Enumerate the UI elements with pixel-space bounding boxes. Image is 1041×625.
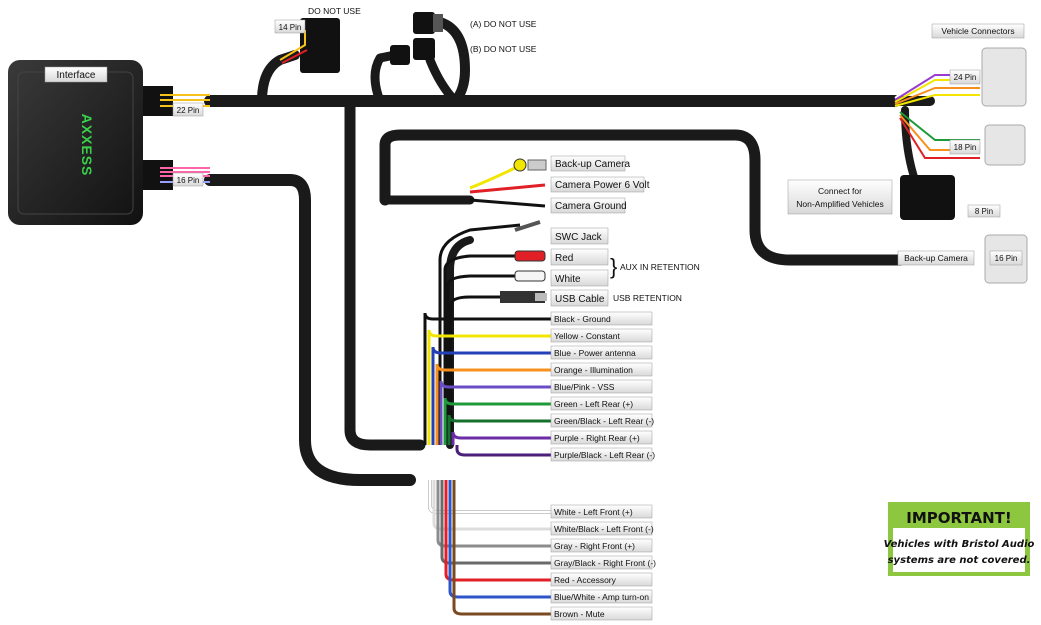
pin-14-label: 14 Pin bbox=[279, 23, 302, 32]
wire-label-box-g1-4 bbox=[550, 379, 653, 394]
interface-module: Interface AXXESS bbox=[8, 60, 143, 225]
wire-label-g2-2: Gray - Right Front (+) bbox=[554, 541, 635, 551]
important-line-1: Vehicles with Bristol Audio bbox=[884, 539, 1035, 550]
connector-a: (A) DO NOT USE bbox=[413, 12, 537, 34]
non-amp-line-2: Non-Amplified Vehicles bbox=[796, 199, 883, 209]
wire-g1-8 bbox=[455, 445, 551, 457]
wire-label-box-g2-4 bbox=[550, 572, 653, 587]
wire-label-g1-6: Green/Black - Left Rear (-) bbox=[554, 416, 654, 426]
camera-power-label: Camera Power 6 Volt bbox=[555, 180, 650, 191]
non-amp-line-1: Connect for bbox=[818, 186, 862, 196]
wire-g2-6 bbox=[452, 480, 551, 616]
aux-white-label: White bbox=[555, 274, 581, 285]
usb-retention-label: USB RETENTION bbox=[613, 293, 682, 303]
camera-label-list: Back-up Camera Camera Power 6 Volt Camer… bbox=[550, 155, 650, 214]
wire-label-g2-4: Red - Accessory bbox=[554, 575, 617, 585]
wire-label-g1-5: Green - Left Rear (+) bbox=[554, 399, 633, 409]
pin-22-label: 22 Pin bbox=[177, 106, 200, 115]
swc-jack-icon bbox=[514, 220, 541, 232]
wire-label-g1-4: Blue/Pink - VSS bbox=[554, 382, 615, 392]
wire-label-box-g2-5 bbox=[550, 589, 653, 604]
wire-label-g2-3: Gray/Black - Right Front (-) bbox=[554, 558, 656, 568]
wire-g1-6 bbox=[447, 414, 551, 445]
wire-label-box-g2-1 bbox=[550, 521, 653, 536]
wire-label-g1-8: Purple/Black - Left Rear (-) bbox=[554, 450, 655, 460]
important-line-2: systems are not covered. bbox=[888, 555, 1031, 566]
wire-label-g1-3: Orange - Illumination bbox=[554, 365, 633, 375]
important-title: IMPORTANT! bbox=[906, 509, 1011, 527]
wire-label-box-g1-7 bbox=[550, 430, 653, 445]
wire-label-box-g2-0 bbox=[550, 504, 653, 519]
camera-wires: Back-up Camera Camera Power 6 Volt Camer… bbox=[469, 155, 650, 214]
wire-group-2: White - Left Front (+) White/Black - Left… bbox=[428, 480, 656, 621]
pin-16-label-camera: 16 Pin bbox=[995, 254, 1018, 263]
wire-g1-5 bbox=[443, 397, 551, 445]
wire-g1-0 bbox=[423, 312, 551, 445]
wire-label-g2-1: White/Black - Left Front (-) bbox=[554, 524, 654, 534]
vehicle-connectors-label: Vehicle Connectors bbox=[941, 26, 1014, 36]
connector-b: (B) DO NOT USE bbox=[390, 38, 537, 65]
wire-g1-7 bbox=[451, 431, 551, 445]
wire-label-box-g1-2 bbox=[550, 345, 653, 360]
wire-g1-2 bbox=[431, 346, 551, 445]
connector-16-pin-interface: 16 Pin bbox=[143, 160, 210, 190]
wire-label-g2-5: Blue/White - Amp turn-on bbox=[554, 592, 649, 602]
do-not-use-a: (A) DO NOT USE bbox=[470, 19, 537, 29]
wire-label-g1-1: Yellow - Constant bbox=[554, 331, 620, 341]
wire-g2-1 bbox=[432, 480, 551, 531]
rca-white-icon bbox=[514, 270, 546, 282]
backup-camera-right-label: Back-up Camera bbox=[904, 253, 968, 263]
wire-label-box-g2-3 bbox=[550, 555, 653, 570]
interface-label: Interface bbox=[57, 70, 96, 81]
wire-g1-1 bbox=[427, 329, 551, 445]
wire-label-g2-0: White - Left Front (+) bbox=[554, 507, 633, 517]
wire-g2-5 bbox=[448, 480, 551, 599]
connector-14-pin: 14 Pin DO NOT USE bbox=[274, 6, 361, 73]
wire-label-g1-7: Purple - Right Rear (+) bbox=[554, 433, 640, 443]
aux-retention-label: AUX IN RETENTION bbox=[620, 262, 700, 272]
brand-logo: AXXESS bbox=[79, 114, 95, 177]
wire-label-box-g2-6 bbox=[550, 606, 653, 621]
wire-label-box-g1-3 bbox=[550, 362, 653, 377]
vehicle-connectors: Vehicle Connectors 24 Pin 18 Pin 8 Pin C… bbox=[787, 23, 1028, 284]
pin-18-label: 18 Pin bbox=[954, 143, 977, 152]
wire-g2-3 bbox=[440, 480, 551, 565]
wire-label-g1-0: Black - Ground bbox=[554, 314, 611, 324]
wire-label-g1-2: Blue - Power antenna bbox=[554, 348, 636, 358]
camera-ground-label: Camera Ground bbox=[555, 201, 627, 212]
wire-g1-4 bbox=[439, 380, 551, 445]
do-not-use-b: (B) DO NOT USE bbox=[470, 44, 537, 54]
swc-jack-label: SWC Jack bbox=[555, 232, 603, 243]
pin-24-label: 24 Pin bbox=[954, 73, 977, 82]
connector-22-pin: 22 Pin bbox=[143, 86, 210, 117]
wire-label-g2-6: Brown - Mute bbox=[554, 609, 605, 619]
aux-bracket: } bbox=[610, 254, 617, 279]
wire-label-box-g2-2 bbox=[550, 538, 653, 553]
pin-16-label-interface: 16 Pin bbox=[177, 176, 200, 185]
usb-cable-label: USB Cable bbox=[555, 294, 605, 305]
wire-g2-0 bbox=[428, 480, 551, 514]
wire-g1-3 bbox=[435, 363, 551, 445]
aux-group: SWC Jack Red White USB Cable } AUX IN RE… bbox=[438, 220, 700, 445]
rca-red-icon bbox=[514, 250, 546, 262]
do-not-use-top: DO NOT USE bbox=[308, 6, 361, 16]
wire-outline-g2-0 bbox=[428, 480, 551, 514]
aux-red-label: Red bbox=[555, 253, 573, 264]
wire-label-box-g1-0 bbox=[550, 311, 653, 326]
wire-label-box-g1-1 bbox=[550, 328, 653, 343]
pin-8-label: 8 Pin bbox=[975, 207, 993, 216]
wire-label-box-g1-6 bbox=[550, 413, 653, 428]
wire-label-box-g1-8 bbox=[550, 447, 653, 462]
backup-camera-label: Back-up Camera bbox=[555, 159, 630, 170]
usb-connector-icon bbox=[500, 291, 545, 303]
important-note: IMPORTANT! Vehicles with Bristol Audio s… bbox=[884, 502, 1035, 576]
wire-label-box-g1-5 bbox=[550, 396, 653, 411]
